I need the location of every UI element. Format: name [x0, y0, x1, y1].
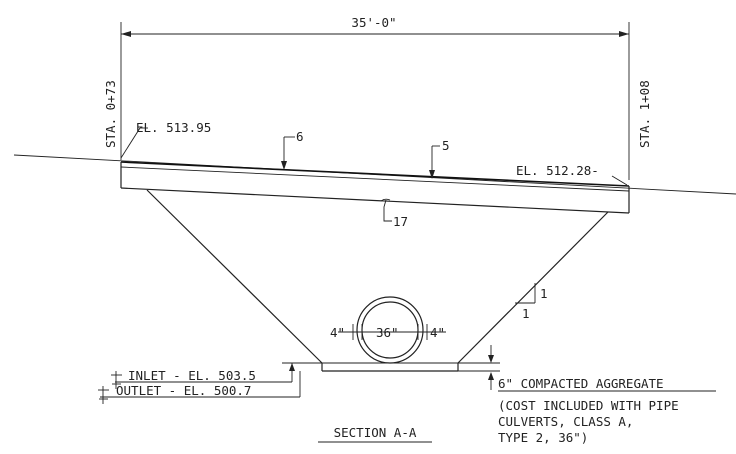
- callout-6-text: 6: [296, 129, 304, 144]
- aggregate-thickness-callout: [458, 345, 500, 390]
- slab-bottom-edge: [120, 187, 630, 214]
- elevation-left-callout: EL. 513.95: [120, 120, 211, 159]
- inlet-elevation-text: INLET - EL. 503.5: [128, 368, 256, 383]
- width-dimension-text: 35'-0": [351, 15, 396, 30]
- elevation-right-callout: EL. 512.28-: [516, 163, 628, 186]
- pipe-outer: [356, 296, 424, 364]
- slope-indicator: 1 1: [515, 283, 548, 321]
- aggregate-note-line-2: (COST INCLUDED WITH PIPE: [498, 398, 679, 413]
- inlet-centerline-symbol: [111, 371, 122, 389]
- slope-rise-text: 1: [540, 286, 548, 301]
- outlet-centerline-symbol: [98, 386, 109, 404]
- pipe-dimensions: 4" 36" 4": [330, 324, 446, 340]
- dimension-arrow-left: [121, 31, 131, 37]
- callout-5-arrow: [429, 170, 435, 179]
- clearance-left-text: 4": [330, 325, 345, 340]
- elevation-right-leader: [611, 175, 628, 186]
- station-right-label: STA. 1+08: [637, 80, 652, 148]
- elevation-right-text: EL. 512.28-: [516, 163, 599, 178]
- clearance-right-text: 4": [430, 325, 445, 340]
- section-title: SECTION A-A: [334, 425, 417, 440]
- slope-run-text: 1: [522, 306, 530, 321]
- outlet-elevation-text: OUTLET - EL. 500.7: [116, 383, 251, 398]
- pavement-slab: [120, 161, 630, 214]
- aggregate-note-line-1: 6" COMPACTED AGGREGATE: [498, 376, 664, 391]
- callout-17-text: 17: [393, 214, 408, 229]
- slab-top-surface: [120, 161, 630, 187]
- aggregate-note: 6" COMPACTED AGGREGATE (COST INCLUDED WI…: [498, 376, 716, 445]
- station-left-label: STA. 0+73: [103, 80, 118, 148]
- dimension-arrow-right: [619, 31, 629, 37]
- flowline-elevations: INLET - EL. 503.5 OUTLET - EL. 500.7: [98, 363, 301, 404]
- pipe-diameter-text: 36": [376, 325, 399, 340]
- callout-6-arrow: [281, 161, 287, 170]
- callout-6: 6: [281, 129, 304, 170]
- callout-17-leader: [380, 198, 392, 222]
- callout-5-text: 5: [442, 138, 450, 153]
- elevation-left-leader: [120, 127, 141, 159]
- aggregate-note-line-3: CULVERTS, CLASS A,: [498, 414, 633, 429]
- width-dimension: 35'-0": [120, 15, 630, 180]
- trench: [146, 189, 609, 372]
- callout-17: 17: [380, 198, 408, 229]
- aggregate-note-line-4: TYPE 2, 36"): [498, 430, 588, 445]
- elevation-left-text: EL. 513.95: [136, 120, 211, 135]
- trench-right-slope: [457, 211, 609, 364]
- trench-left-slope: [146, 189, 323, 364]
- callout-5: 5: [429, 138, 450, 179]
- slab-surface-layer: [120, 166, 630, 192]
